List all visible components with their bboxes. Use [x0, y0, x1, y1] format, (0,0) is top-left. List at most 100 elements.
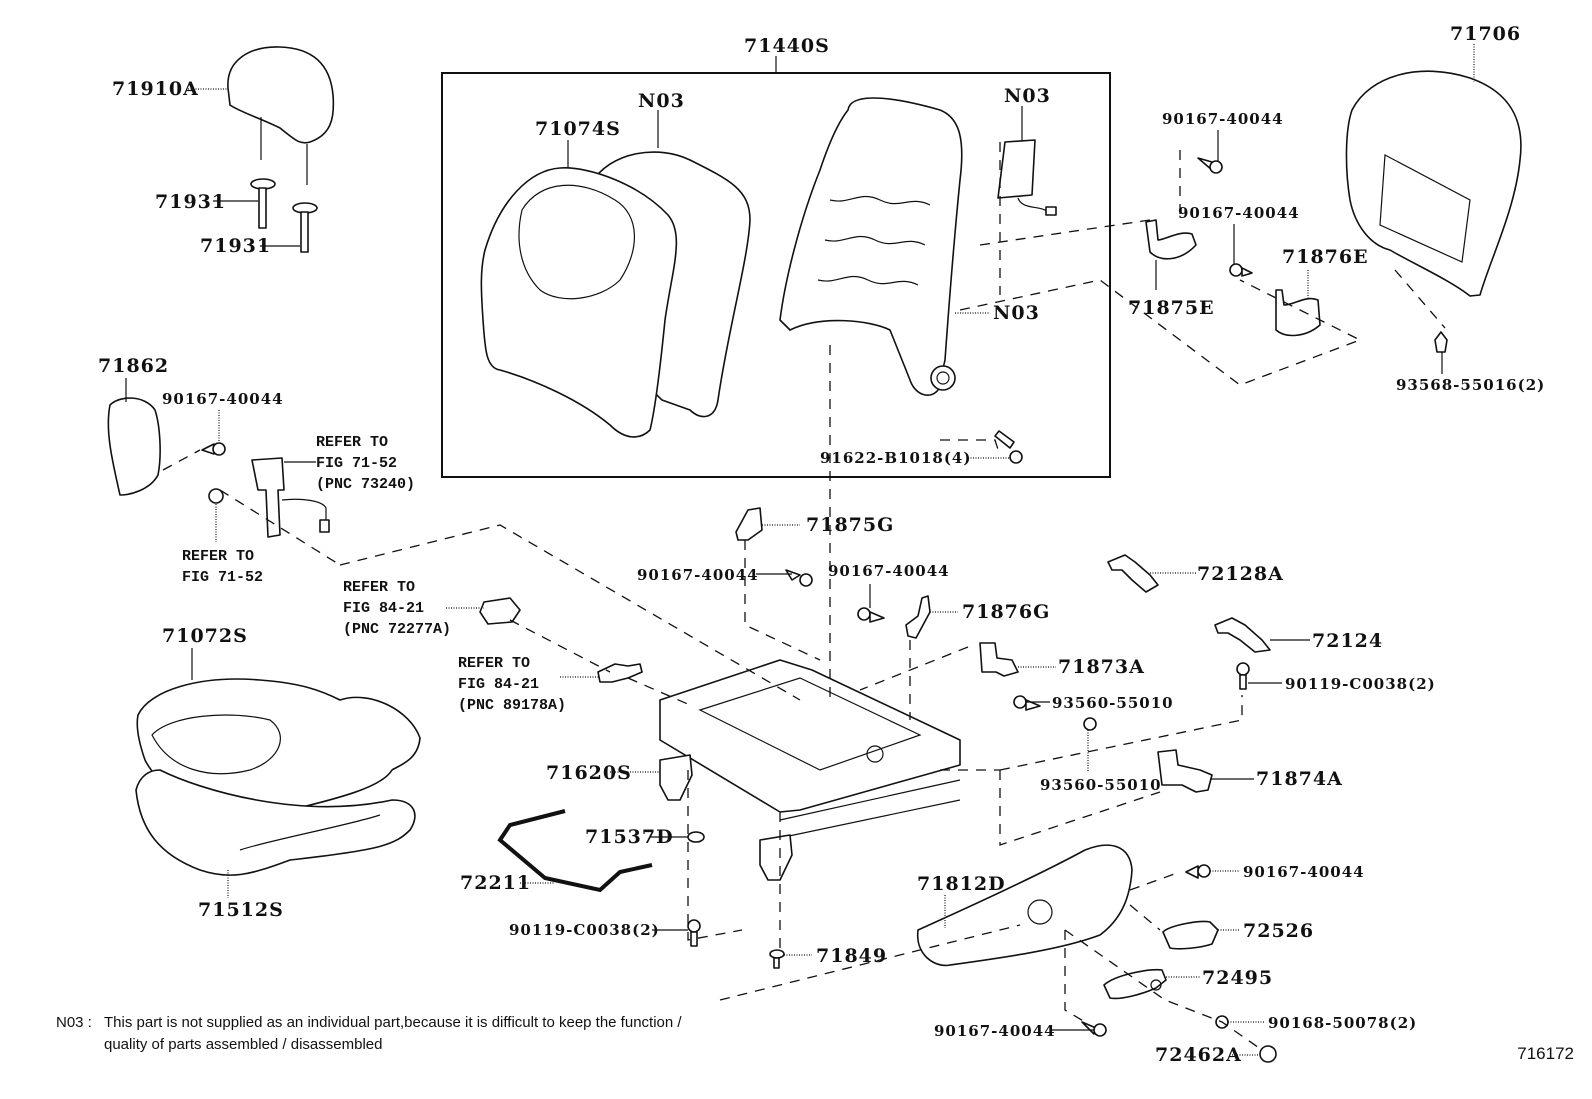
part-label-71620S[interactable]: 71620S	[546, 762, 632, 784]
inner-cover-71876G[interactable]: 71876G	[905, 595, 1050, 639]
part-label-71876E[interactable]: 71876E	[1282, 246, 1369, 268]
cover-72124[interactable]: 72124	[1214, 617, 1383, 653]
part-label-71873A[interactable]: 71873A	[1058, 656, 1145, 678]
part-label-71537D[interactable]: 71537D	[585, 826, 674, 848]
side-cover[interactable]: 71862	[98, 355, 169, 496]
seat-shield[interactable]: 71812D	[917, 844, 1133, 967]
part-label-93568-55016[interactable]: 93568-55016(2)	[1396, 376, 1545, 394]
bolt-90119-left[interactable]: 90119-C0038(2)	[509, 919, 701, 947]
seatbelt-buckle[interactable]: REFER TO FIG 71-52 (PNC 73240)	[251, 434, 415, 538]
clip-71537D[interactable]: 71537D	[585, 826, 705, 848]
knob-72526[interactable]: 72526	[1162, 920, 1314, 950]
shield-screw-top[interactable]: 90167-40044	[1185, 863, 1365, 881]
part-label-71931-a[interactable]: 71931	[155, 191, 226, 213]
part-label-72128A[interactable]: 72128A	[1197, 563, 1284, 585]
headrest-support-1[interactable]: 71931	[155, 178, 276, 229]
part-label-93560-55010-b[interactable]: 93560-55010	[1040, 776, 1162, 794]
part-label-90167-40044-ic[interactable]: 90167-40044	[637, 566, 759, 584]
seatback-frame-icon	[779, 97, 963, 396]
part-label-90167-40044-tr1[interactable]: 90167-40044	[1162, 110, 1284, 128]
buckle-nut[interactable]: REFER TO FIG 71-52	[182, 488, 263, 586]
part-label-71931-b[interactable]: 71931	[200, 235, 271, 257]
side-cover-screw[interactable]: 90167-40044	[162, 390, 284, 456]
screw-93560-a[interactable]: 93560-55010	[1013, 694, 1174, 712]
part-label-90168-50078[interactable]: 90168-50078(2)	[1268, 1014, 1417, 1032]
part-label-91622-B1018[interactable]: 91622-B1018(4)	[820, 449, 971, 467]
bolt-90119-right[interactable]: 90119-C0038(2)	[1236, 662, 1436, 693]
part-label-71706[interactable]: 71706	[1450, 23, 1521, 45]
wire-icon	[497, 809, 653, 893]
lever-screw[interactable]: 90168-50078(2)	[1215, 1014, 1417, 1032]
inner-cover-71875G[interactable]: 71875G	[735, 507, 894, 541]
part-label-71812D[interactable]: 71812D	[917, 873, 1006, 895]
part-label-71862[interactable]: 71862	[98, 355, 169, 377]
part-label-72211[interactable]: 72211	[460, 872, 531, 894]
part-label-90167-40044-shield-bottom[interactable]: 90167-40044	[934, 1022, 1056, 1040]
part-label-90167-40044-tr2[interactable]: 90167-40044	[1178, 204, 1300, 222]
headrest-support-2[interactable]: 71931	[200, 202, 318, 257]
seat-switch-ref[interactable]: REFER TO FIG 84-21 (PNC 72277A)	[343, 579, 521, 638]
seat-adjuster[interactable]: 71620S	[546, 659, 961, 881]
ref-nut-line2[interactable]: FIG 71-52	[182, 569, 263, 586]
part-label-71875E[interactable]: 71875E	[1128, 297, 1215, 319]
cap-icon	[1259, 1045, 1277, 1063]
side-airbag[interactable]: N03	[997, 85, 1057, 216]
back-board-screw[interactable]: 93568-55016(2)	[1396, 331, 1545, 394]
part-label-71874A[interactable]: 71874A	[1256, 768, 1343, 790]
seat-sensor-ref[interactable]: REFER TO FIG 84-21 (PNC 89178A)	[458, 655, 643, 714]
part-label-71074S[interactable]: 71074S	[535, 118, 621, 140]
cover-72128A[interactable]: 72128A	[1107, 554, 1284, 593]
hinge-cover-icon	[1275, 289, 1321, 337]
part-label-90167-40044-shield-top[interactable]: 90167-40044	[1243, 863, 1365, 881]
part-label-71440S[interactable]: 71440S	[744, 35, 830, 57]
shield-screw-bottom[interactable]: 90167-40044	[934, 1021, 1107, 1040]
frame-bolt[interactable]: 91622-B1018(4)	[820, 430, 1023, 467]
cushion-cover[interactable]: 71072S	[136, 625, 421, 821]
cushion-pad[interactable]: 71512S	[135, 769, 416, 921]
screw-93560-b[interactable]: 93560-55010	[1040, 717, 1162, 794]
seatback-board[interactable]: 71706	[1345, 23, 1522, 297]
part-label-72462A[interactable]: 72462A	[1155, 1044, 1242, 1066]
part-label-71072S[interactable]: 71072S	[162, 625, 248, 647]
part-label-N03-airbag[interactable]: N03	[1004, 85, 1051, 107]
ref-buckle-line2[interactable]: FIG 71-52	[316, 455, 397, 472]
inner-cover-screw[interactable]: 90167-40044	[637, 566, 813, 587]
part-label-72124[interactable]: 72124	[1312, 630, 1383, 652]
headrest-part[interactable]: 71910A	[112, 46, 335, 185]
clip-71849[interactable]: 71849	[769, 945, 887, 969]
cover-71873A[interactable]: 71873A	[979, 642, 1145, 678]
ref-sensor-line2[interactable]: FIG 84-21	[458, 676, 539, 693]
part-label-90119-C0038-left[interactable]: 90119-C0038(2)	[509, 921, 660, 939]
part-label-90167-40044-76g[interactable]: 90167-40044	[828, 562, 950, 580]
seatback-frame[interactable]: N03	[779, 97, 1040, 396]
part-label-72526[interactable]: 72526	[1243, 920, 1314, 942]
hinge-cover-71876E[interactable]: 71876E	[1275, 246, 1369, 337]
part-label-71512S[interactable]: 71512S	[198, 899, 284, 921]
lever-72495[interactable]: 72495	[1103, 967, 1273, 1000]
part-label-N03-frame[interactable]: N03	[993, 302, 1040, 324]
figure-id: 716172	[1517, 1044, 1574, 1063]
hinge-screw-lower[interactable]: 90167-40044	[1178, 204, 1300, 277]
hinge-cover-71875E[interactable]: 71875E	[1128, 219, 1215, 319]
part-label-93560-55010-a[interactable]: 93560-55010	[1052, 694, 1174, 712]
seatback-cover[interactable]: 71074S	[480, 118, 678, 438]
cap-72462A[interactable]: 72462A	[1155, 1044, 1277, 1066]
part-label-N03-pad[interactable]: N03	[638, 90, 685, 112]
part-label-71849[interactable]: 71849	[816, 945, 887, 967]
cover-71874A[interactable]: 71874A	[1157, 749, 1343, 793]
wire-72211[interactable]: 72211	[460, 809, 653, 894]
part-label-71910A[interactable]: 71910A	[112, 78, 199, 100]
ref-switch-line2[interactable]: FIG 84-21	[343, 600, 424, 617]
part-label-90119-C0038-right[interactable]: 90119-C0038(2)	[1285, 675, 1436, 693]
headrest-icon	[227, 46, 335, 144]
part-label-72495[interactable]: 72495	[1202, 967, 1273, 989]
cushion-pad-icon	[135, 769, 416, 876]
hinge-screw-upper[interactable]: 90167-40044	[1162, 110, 1284, 174]
part-label-71876G[interactable]: 71876G	[962, 601, 1050, 623]
inner-cover-76g-screw[interactable]: 90167-40044	[828, 562, 950, 623]
ref-sensor-line3: (PNC 89178A)	[458, 697, 566, 714]
footnote-label: N03 :	[56, 1014, 92, 1031]
part-label-90167-40044-side[interactable]: 90167-40044	[162, 390, 284, 408]
part-label-71875G[interactable]: 71875G	[806, 514, 894, 536]
